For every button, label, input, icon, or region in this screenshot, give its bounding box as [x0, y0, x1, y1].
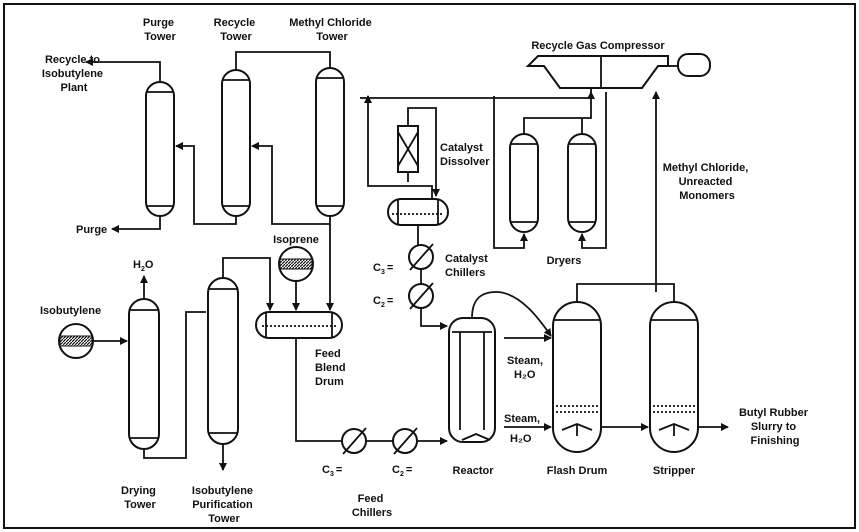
label-recycle-tower: Recycle Tower — [214, 17, 259, 43]
label-butyl-rubber: Butyl Rubber Slurry to Finishing — [739, 407, 811, 447]
label-purge-tower: Purge Tower — [143, 17, 177, 43]
isoprene-feed-tank — [278, 246, 314, 282]
label-isobutylene: Isobutylene — [40, 305, 101, 317]
piping — [85, 51, 729, 471]
label-recycle-gas-compressor: Recycle Gas Compressor — [531, 40, 665, 52]
label-feed-blend-drum: Feed Blend Drum — [315, 348, 349, 388]
drying-tower-vessel — [128, 298, 160, 450]
label-methyl-chloride-unreacted: Methyl Chloride, Unreacted Monomers — [663, 162, 752, 202]
purge-tower-vessel — [145, 81, 175, 217]
label-c3-feed: C3= — [322, 464, 342, 478]
feed-blend-drum-vessel — [255, 311, 343, 339]
label-catalyst-chillers: Catalyst Chillers — [445, 253, 491, 279]
methyl-chloride-tower-vessel — [315, 67, 345, 217]
label-stripper: Stripper — [653, 465, 696, 477]
stripper-vessel — [649, 301, 699, 453]
isobutylene-purification-tower-vessel — [207, 277, 239, 445]
recycle-gas-compressor — [525, 53, 711, 89]
isobutylene-feed-tank — [58, 323, 94, 359]
label-purge: Purge — [76, 224, 107, 236]
catalyst-dissolver-vessel — [397, 116, 419, 182]
feed-chiller-c3 — [341, 427, 367, 455]
label-catalyst-dissolver: Catalyst Dissolver — [440, 142, 490, 168]
label-steam-1: Steam, H₂O — [507, 355, 546, 381]
label-flash-drum: Flash Drum — [547, 465, 608, 477]
catalyst-drum-vessel — [387, 198, 449, 226]
label-c2-catalyst: C2= — [373, 295, 393, 309]
flash-drum-vessel — [552, 301, 602, 453]
catalyst-chiller-c2 — [408, 282, 434, 310]
label-drying-tower: Drying Tower — [121, 485, 159, 511]
feed-chiller-c2 — [392, 427, 418, 455]
diagram-border — [3, 3, 856, 529]
dryer-2-vessel — [567, 133, 597, 233]
label-recycle-isobutylene: Recycle to Isobutylene Plant — [42, 54, 106, 94]
label-feed-chillers: Feed Chillers — [352, 493, 392, 519]
label-h2o-drying: H2O — [133, 259, 154, 273]
reactor-vessel — [448, 317, 496, 443]
label-dryers: Dryers — [547, 255, 582, 267]
label-isoprene: Isoprene — [273, 234, 319, 246]
catalyst-chiller-c3 — [408, 243, 434, 271]
dryer-1-vessel — [509, 133, 539, 233]
label-reactor: Reactor — [453, 465, 495, 477]
label-c3-catalyst: C3= — [373, 262, 393, 276]
label-isobutylene-purification: Isobutylene Purification Tower — [192, 485, 256, 525]
label-c2-feed: C2= — [392, 464, 412, 478]
recycle-tower-vessel — [221, 69, 251, 217]
label-methyl-chloride-tower: Methyl Chloride Tower — [289, 17, 375, 43]
label-steam-2: Steam, H₂O — [504, 413, 543, 445]
